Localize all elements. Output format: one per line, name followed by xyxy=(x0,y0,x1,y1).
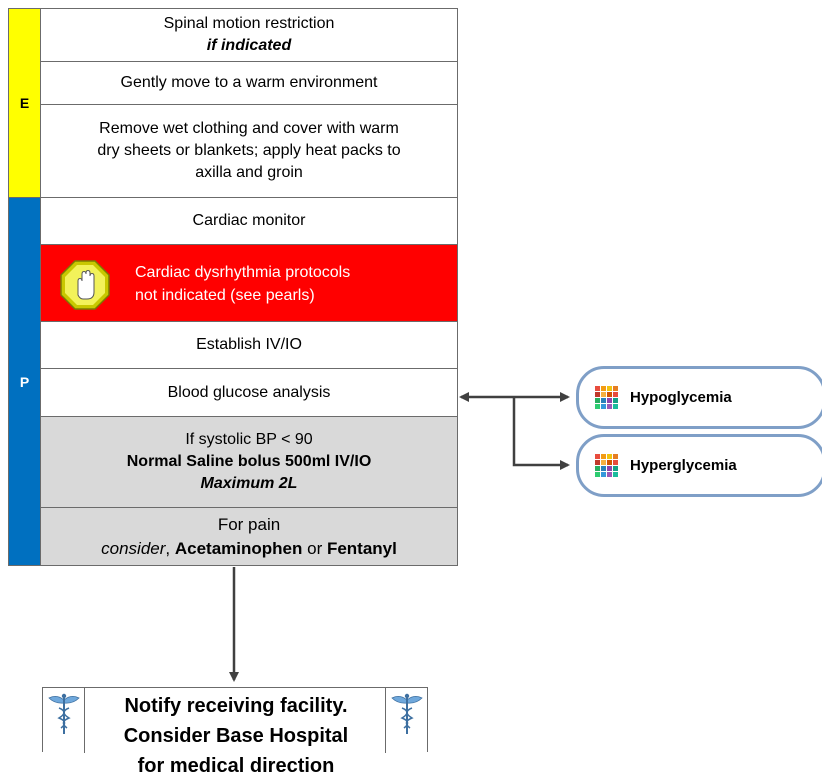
notify-text: Notify receiving facility. Consider Base… xyxy=(85,691,387,781)
cardiac-monitor-text: Cardiac monitor xyxy=(192,212,306,229)
section-e-bar: E xyxy=(8,8,41,198)
dysrhythmia-text: Cardiac dysrhythmia protocols not indica… xyxy=(135,261,350,307)
step-remove-wet-clothing: Remove wet clothing and cover with warm … xyxy=(40,104,458,198)
step-dysrhythmia-warning[interactable]: Cardiac dysrhythmia protocols not indica… xyxy=(40,244,458,322)
caduceus-icon xyxy=(48,693,80,734)
pain-separator: , xyxy=(165,538,175,558)
pain-or: or xyxy=(302,538,327,558)
link-hyperglycemia-label: Hyperglycemia xyxy=(630,457,737,474)
pain-drug-acetaminophen: Acetaminophen xyxy=(174,538,303,558)
stop-hand-icon xyxy=(59,259,111,311)
section-p-bar: P xyxy=(8,197,41,566)
bp-treatment: Normal Saline bolus 500ml IV/IO xyxy=(126,453,372,470)
caduceus-right xyxy=(385,688,427,753)
link-hyperglycemia[interactable]: Hyperglycemia xyxy=(576,434,822,497)
dysrhythmia-line: Cardiac dysrhythmia protocols xyxy=(135,264,351,281)
spinal-condition: if indicated xyxy=(206,37,292,54)
section-p-label: P xyxy=(19,373,30,390)
glucose-text: Blood glucose analysis xyxy=(167,383,331,401)
remove-wet-line: dry sheets or blankets; apply heat packs… xyxy=(97,142,401,159)
pain-drug-fentanyl: Fentanyl xyxy=(326,538,397,558)
notify-line: for medical direction xyxy=(137,755,335,777)
dysrhythmia-line: not indicated (see pearls) xyxy=(135,287,315,304)
pain-consider: consider xyxy=(101,538,166,558)
remove-wet-line: axilla and groin xyxy=(195,164,303,181)
spinal-text: Spinal motion restriction xyxy=(163,15,335,32)
protocol-grid-icon xyxy=(595,386,618,409)
establish-iv-text: Establish IV/IO xyxy=(196,336,302,353)
section-e-label: E xyxy=(19,95,30,111)
warm-env-text: Gently move to a warm environment xyxy=(120,74,378,91)
notify-line: Consider Base Hospital xyxy=(123,725,349,747)
remove-wet-line: Remove wet clothing and cover with warm xyxy=(99,120,399,137)
caduceus-left xyxy=(43,688,85,753)
pain-title: For pain xyxy=(217,514,281,534)
bp-maximum: Maximum 2L xyxy=(200,475,298,492)
step-fluid-bolus: If systolic BP < 90 Normal Saline bolus … xyxy=(40,416,458,508)
notify-box: Notify receiving facility. Consider Base… xyxy=(42,687,428,777)
notify-line: Notify receiving facility. xyxy=(124,695,348,717)
bp-condition: If systolic BP < 90 xyxy=(185,431,313,448)
connector-arrows xyxy=(229,392,570,682)
protocol-grid-icon xyxy=(595,454,618,477)
pain-options: consider, Acetaminophen or Fentanyl xyxy=(101,537,397,561)
link-hypoglycemia[interactable]: Hypoglycemia xyxy=(576,366,822,429)
arrow-to-hyperglycemia xyxy=(512,397,570,470)
link-hypoglycemia-label: Hypoglycemia xyxy=(630,389,732,406)
step-pain-management: For pain consider, Acetaminophen or Fent… xyxy=(40,507,458,566)
caduceus-icon xyxy=(391,693,423,734)
